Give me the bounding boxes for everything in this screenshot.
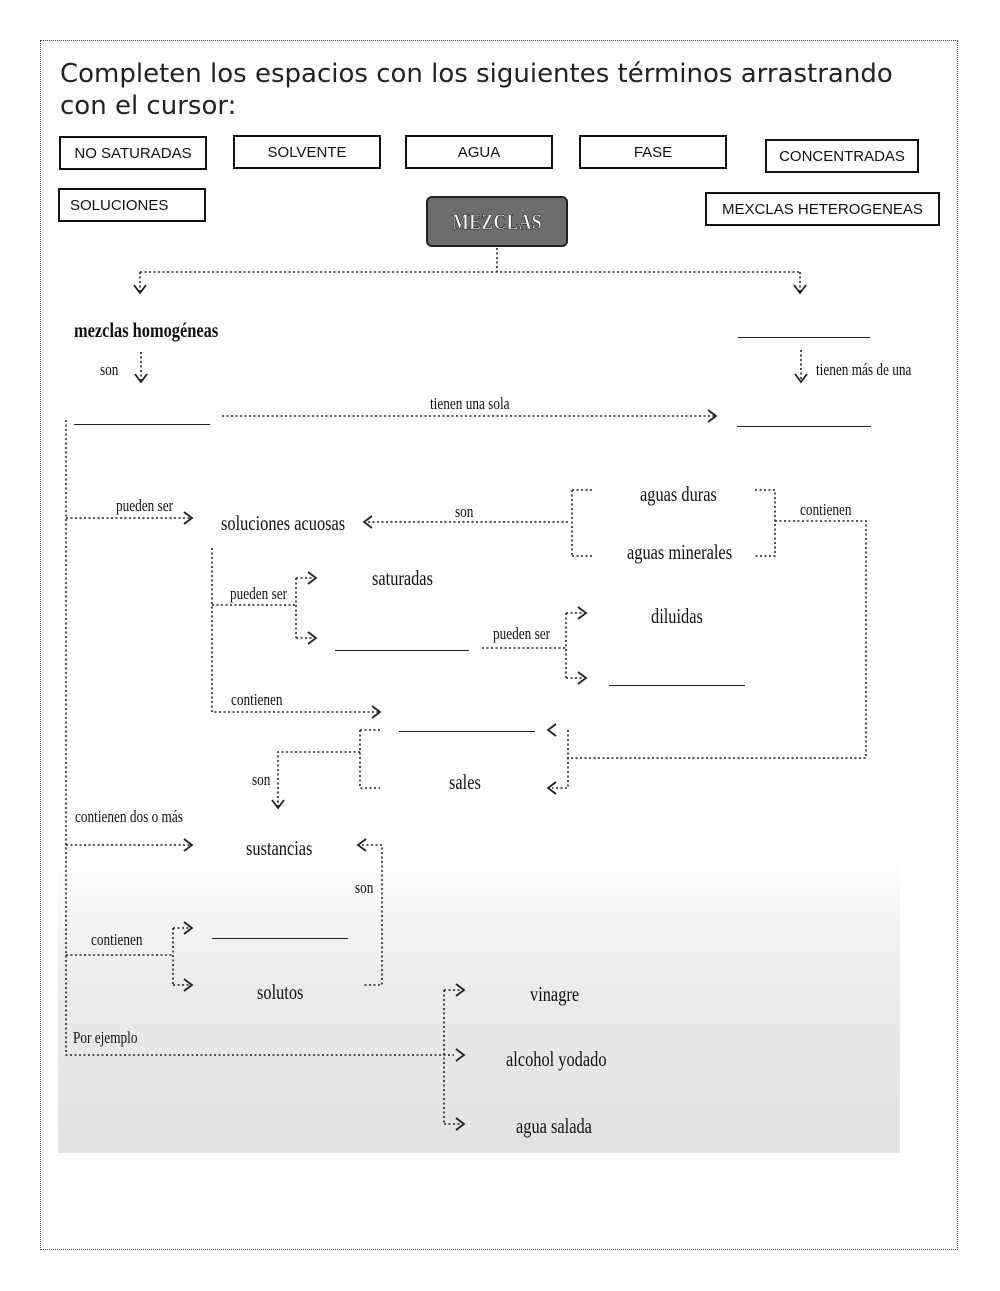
label-mezclas-homogeneas: mezclas homogéneas	[74, 318, 219, 342]
diagram-scan-area	[58, 235, 900, 1153]
label-sales: sales	[449, 770, 481, 794]
word-chip-no-saturadas[interactable]: NO SATURADAS	[59, 136, 207, 170]
label-contienen-3: contienen	[91, 930, 143, 949]
label-aguas-minerales: aguas minerales	[627, 540, 733, 564]
label-alcohol-yodado: alcohol yodado	[506, 1047, 607, 1071]
instructions-text: Completen los espacios con los siguiente…	[60, 59, 893, 121]
label-pueden-ser-2: pueden ser	[230, 584, 288, 603]
label-tienen-una-sola: tienen una sola	[430, 394, 510, 413]
label-pueden-ser-3: pueden ser	[493, 624, 551, 643]
label-pueden-ser: pueden ser	[116, 496, 174, 515]
blank-drop-target-2[interactable]	[74, 424, 210, 425]
label-son-3: son	[252, 770, 271, 789]
word-chip-soluciones[interactable]: SOLUCIONES	[58, 188, 206, 222]
blank-drop-target-3[interactable]	[737, 426, 871, 427]
blank-drop-target-7[interactable]	[212, 938, 348, 939]
label-vinagre: vinagre	[530, 982, 580, 1006]
label-son-4: son	[355, 878, 374, 897]
root-node-label: MEZCLAS	[452, 208, 542, 234]
label-diluidas: diluidas	[651, 604, 703, 628]
label-por-ejemplo: Por ejemplo	[73, 1028, 138, 1047]
label-contienen-2: contienen	[231, 690, 283, 709]
worksheet-frame	[40, 40, 958, 1250]
word-chip-concentradas[interactable]: CONCENTRADAS	[765, 139, 919, 173]
label-contienen: contienen	[800, 500, 852, 519]
label-sustancias: sustancias	[246, 836, 313, 860]
word-chip-agua[interactable]: AGUA	[405, 135, 553, 169]
label-agua-salada: agua salada	[516, 1114, 592, 1138]
blank-drop-target-5[interactable]	[609, 685, 745, 686]
blank-drop-target-6[interactable]	[399, 731, 535, 732]
scan-shading	[58, 855, 900, 1153]
label-son: son	[100, 360, 119, 379]
label-solutos: solutos	[257, 980, 304, 1004]
label-soluciones-acuosas: soluciones acuosas	[221, 511, 346, 535]
label-tienen-mas-de-una: tienen más de una	[816, 360, 912, 379]
blank-drop-target-4[interactable]	[335, 650, 469, 651]
label-aguas-duras: aguas duras	[640, 482, 717, 506]
root-node-mezclas: MEZCLAS	[426, 196, 568, 247]
blank-drop-target-1[interactable]	[738, 337, 870, 338]
word-chip-mexclas-heterogeneas[interactable]: MEXCLAS HETEROGENEAS	[705, 192, 940, 226]
word-chip-solvente[interactable]: SOLVENTE	[233, 135, 381, 169]
label-contienen-dos-o-mas: contienen dos o más	[75, 807, 183, 826]
word-chip-fase[interactable]: FASE	[579, 135, 727, 169]
label-saturadas: saturadas	[372, 566, 433, 590]
label-son-2: son	[455, 502, 474, 521]
